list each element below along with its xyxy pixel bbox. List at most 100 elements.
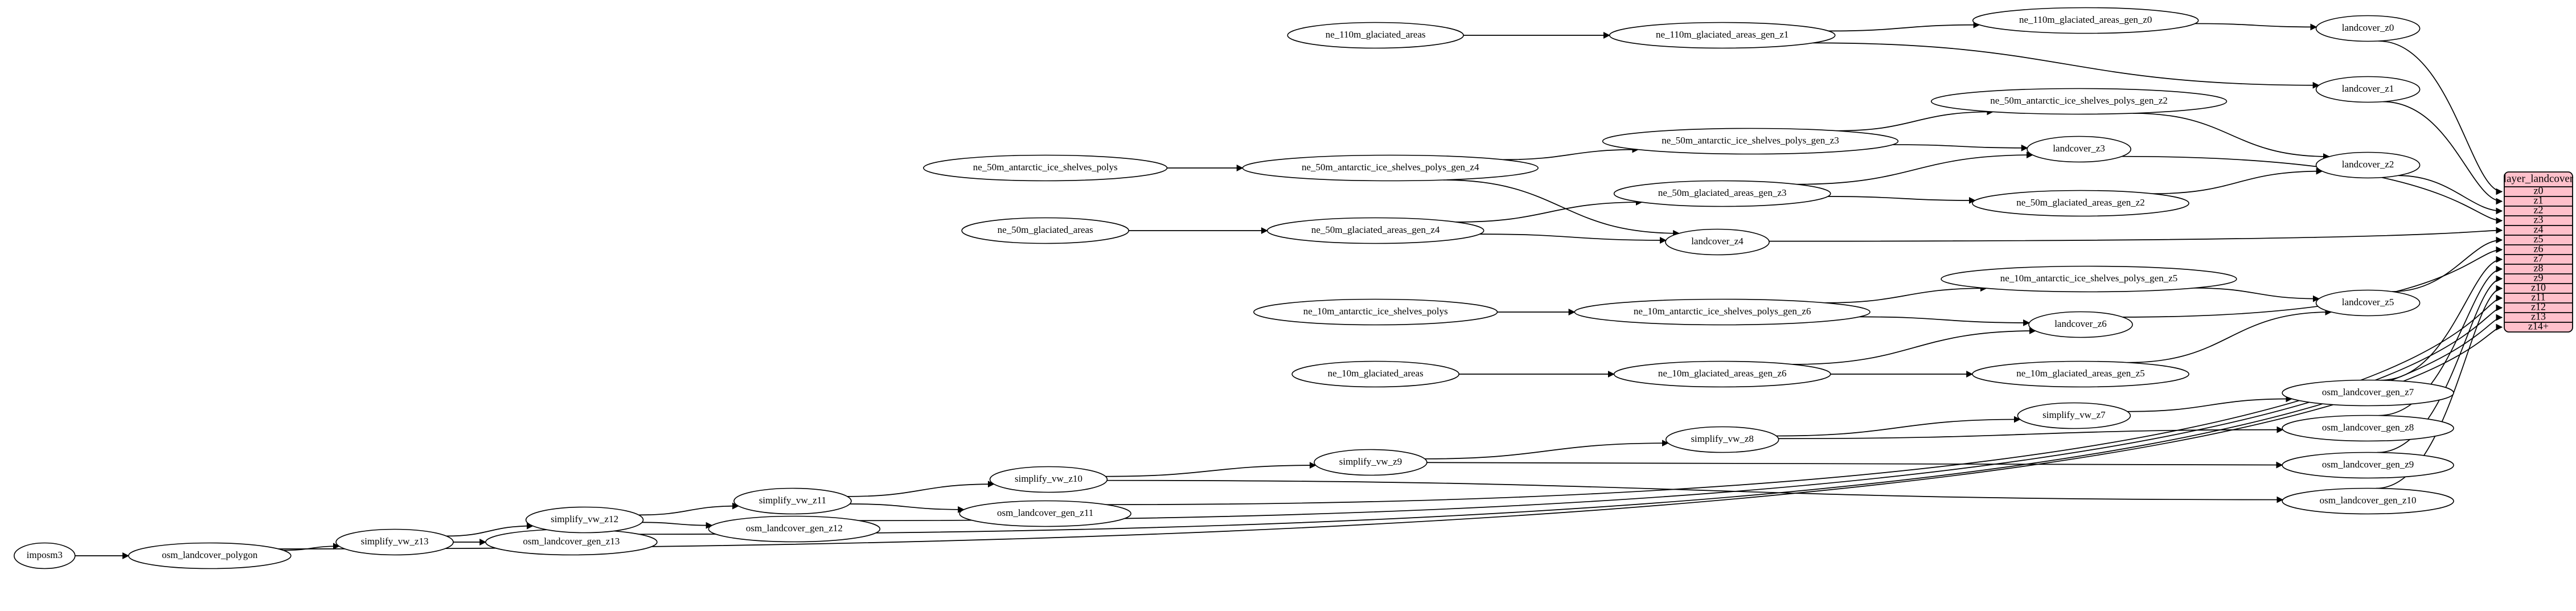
node-shape-landcover_z6 — [2028, 311, 2133, 338]
edge-simplify_vw_z10-to-simplify_vw_z9 — [1105, 462, 1316, 477]
node-ne_110m_glaciated_areas_gen_z1[interactable]: ne_110m_glaciated_areas_gen_z1 — [1609, 22, 1836, 49]
layer-table-row-z12[interactable]: z12 — [2531, 301, 2546, 313]
node-shape-simplify_vw_z10 — [989, 466, 1108, 493]
node-simplify_vw_z13[interactable]: simplify_vw_z13 — [335, 528, 454, 556]
edge-ne_10m_antarctic_ice_shelves_polys_gen_z6-to-landcover_z6 — [1859, 316, 2031, 326]
edge-simplify_vw_z7-to-osm_landcover_gen_z7 — [2127, 395, 2293, 412]
layer-table-row-z5[interactable]: z5 — [2534, 233, 2544, 245]
node-osm_landcover_gen_z11[interactable]: osm_landcover_gen_z11 — [959, 500, 1131, 527]
node-shape-landcover_z5 — [2315, 289, 2421, 317]
node-shape-landcover_z2 — [2315, 151, 2421, 179]
node-osm_landcover_gen_z10[interactable]: osm_landcover_gen_z10 — [2282, 487, 2454, 515]
layer-table-row-z14+[interactable]: z14+ — [2528, 321, 2549, 332]
node-shape-simplify_vw_z13 — [335, 528, 454, 556]
node-shape-simplify_vw_z7 — [2017, 402, 2131, 429]
node-shape-ne_10m_antarctic_ice_shelves_polys_gen_z6 — [1574, 298, 1871, 326]
node-ne_50m_glaciated_areas_gen_z2[interactable]: ne_50m_glaciated_areas_gen_z2 — [1972, 190, 2189, 217]
node-ne_50m_antarctic_ice_shelves_polys_gen_z2[interactable]: ne_50m_antarctic_ice_shelves_polys_gen_z… — [1930, 88, 2228, 115]
node-osm_landcover_gen_z7[interactable]: osm_landcover_gen_z7 — [2282, 379, 2454, 407]
edge-osm_landcover_gen_z8-to-layer_landcover_z8 — [2378, 265, 2503, 416]
node-ne_10m_glaciated_areas_gen_z5[interactable]: ne_10m_glaciated_areas_gen_z5 — [1972, 360, 2189, 388]
layer-table-row-z2[interactable]: z2 — [2534, 204, 2544, 216]
node-osm_landcover_gen_z8[interactable]: osm_landcover_gen_z8 — [2282, 415, 2454, 442]
node-shape-osm_landcover_gen_z11 — [959, 500, 1131, 527]
nodes-layer: imposm3 osm_landcover_polygon simplify_vw_… — [14, 7, 2454, 569]
edge-osm_landcover_gen_z9-to-layer_landcover_z9 — [2377, 275, 2503, 453]
layer-table-outline — [2504, 171, 2573, 333]
node-ne_50m_glaciated_areas[interactable]: ne_50m_glaciated_areas — [961, 217, 1130, 244]
edge-ne_10m_antarctic_ice_shelves_polys_gen_z6-to-ne_10m_antarctic_ice_shelves_polys_gen_z5 — [1824, 285, 1987, 304]
node-shape-osm_landcover_gen_z8 — [2282, 415, 2454, 442]
edge-simplify_vw_z11-to-osm_landcover_gen_z11 — [850, 503, 965, 513]
node-shape-osm_landcover_gen_z12 — [708, 515, 881, 543]
edge-landcover_z4-to-layer_landcover_z4 — [1769, 227, 2503, 242]
layer-table-row-z10[interactable]: z10 — [2531, 282, 2546, 293]
node-ne_50m_antarctic_ice_shelves_polys_gen_z4[interactable]: ne_50m_antarctic_ice_shelves_polys_gen_z… — [1242, 154, 1539, 182]
layer-table-row-z6[interactable]: z6 — [2534, 243, 2544, 255]
edge-landcover_z5-to-layer_landcover_z5 — [2392, 236, 2503, 292]
node-osm_landcover_gen_z12[interactable]: osm_landcover_gen_z12 — [708, 515, 881, 543]
node-ne_50m_glaciated_areas_gen_z4[interactable]: ne_50m_glaciated_areas_gen_z4 — [1266, 217, 1484, 244]
edge-ne_10m_glaciated_areas_gen_z6-to-landcover_z6 — [1792, 327, 2036, 365]
node-shape-ne_10m_glaciated_areas — [1291, 360, 1460, 388]
node-osm_landcover_gen_z9[interactable]: osm_landcover_gen_z9 — [2282, 452, 2454, 479]
node-landcover_z6[interactable]: landcover_z6 — [2028, 311, 2133, 338]
edge-ne_110m_glaciated_areas_gen_z1-to-ne_110m_glaciated_areas_gen_z0 — [1828, 21, 1980, 32]
node-landcover_z1[interactable]: landcover_z1 — [2315, 76, 2421, 103]
node-ne_50m_antarctic_ice_shelves_polys_gen_z3[interactable]: ne_50m_antarctic_ice_shelves_polys_gen_z… — [1602, 128, 1899, 155]
edge-ne_50m_antarctic_ice_shelves_polys_gen_z4-to-landcover_z4 — [1443, 179, 1680, 237]
node-simplify_vw_z12[interactable]: simplify_vw_z12 — [525, 506, 644, 534]
edge-ne_50m_glaciated_areas_gen_z4-to-landcover_z4 — [1479, 233, 1667, 244]
node-simplify_vw_z9[interactable]: simplify_vw_z9 — [1314, 449, 1428, 476]
node-shape-simplify_vw_z9 — [1314, 449, 1428, 476]
edge-simplify_vw_z12-to-osm_landcover_gen_z12 — [642, 522, 713, 529]
node-shape-ne_50m_antarctic_ice_shelves_polys_gen_z2 — [1930, 88, 2228, 115]
edge-ne_110m_glaciated_areas_gen_z1-to-landcover_z1 — [1813, 42, 2320, 89]
layer-table-row-z11[interactable]: z11 — [2531, 292, 2545, 303]
node-ne_10m_antarctic_ice_shelves_polys_gen_z6[interactable]: ne_10m_antarctic_ice_shelves_polys_gen_z… — [1574, 298, 1871, 326]
node-ne_110m_glaciated_areas[interactable]: ne_110m_glaciated_areas — [1287, 22, 1464, 49]
layer-table-row-z7[interactable]: z7 — [2534, 253, 2544, 264]
node-shape-simplify_vw_z12 — [525, 506, 644, 534]
node-simplify_vw_z8[interactable]: simplify_vw_z8 — [1665, 426, 1779, 453]
node-simplify_vw_z11[interactable]: simplify_vw_z11 — [733, 487, 852, 515]
layer-table-row-z3[interactable]: z3 — [2534, 214, 2544, 225]
layer-table-row-z0[interactable]: z0 — [2534, 185, 2544, 196]
node-simplify_vw_z10[interactable]: simplify_vw_z10 — [989, 466, 1108, 493]
node-ne_10m_glaciated_areas[interactable]: ne_10m_glaciated_areas — [1291, 360, 1460, 388]
edge-ne_50m_antarctic_ice_shelves_polys_gen_z3-to-landcover_z3 — [1892, 144, 2028, 151]
edge-ne_50m_glaciated_areas_gen_z3-to-ne_50m_glaciated_areas_gen_z2 — [1828, 196, 1976, 204]
node-ne_50m_glaciated_areas_gen_z3[interactable]: ne_50m_glaciated_areas_gen_z3 — [1613, 180, 1831, 207]
layer-table-row-z13[interactable]: z13 — [2531, 311, 2546, 322]
layer-table-row-z1[interactable]: z1 — [2534, 195, 2544, 206]
node-osm_landcover_gen_z13[interactable]: osm_landcover_gen_z13 — [485, 528, 658, 556]
node-ne_110m_glaciated_areas_gen_z0[interactable]: ne_110m_glaciated_areas_gen_z0 — [1972, 7, 2199, 34]
node-landcover_z3[interactable]: landcover_z3 — [2027, 136, 2131, 163]
node-ne_10m_glaciated_areas_gen_z6[interactable]: ne_10m_glaciated_areas_gen_z6 — [1613, 360, 1831, 388]
layer-table-row-z8[interactable]: z8 — [2534, 263, 2544, 274]
node-shape-ne_10m_antarctic_ice_shelves_polys — [1253, 298, 1498, 326]
node-landcover_z5[interactable]: landcover_z5 — [2315, 289, 2421, 317]
node-landcover_z2[interactable]: landcover_z2 — [2315, 151, 2421, 179]
node-ne_10m_antarctic_ice_shelves_polys[interactable]: ne_10m_antarctic_ice_shelves_polys — [1253, 298, 1498, 326]
node-landcover_z4[interactable]: landcover_z4 — [1665, 228, 1770, 256]
node-ne_10m_antarctic_ice_shelves_polys_gen_z5[interactable]: ne_10m_antarctic_ice_shelves_polys_gen_z… — [1941, 265, 2237, 293]
node-shape-ne_10m_antarctic_ice_shelves_polys_gen_z5 — [1941, 265, 2237, 293]
node-simplify_vw_z7[interactable]: simplify_vw_z7 — [2017, 402, 2131, 429]
layer-table-row-z4[interactable]: z4 — [2534, 224, 2544, 235]
node-shape-osm_landcover_polygon — [128, 542, 292, 569]
node-landcover_z0[interactable]: landcover_z0 — [2315, 15, 2421, 42]
edge-osm_landcover_polygon-to-layer_landcover_z14_ — [278, 323, 2503, 550]
node-osm_landcover_polygon[interactable]: osm_landcover_polygon — [128, 542, 292, 569]
edge-landcover_z6-to-layer_landcover_z6 — [2122, 246, 2503, 318]
edge-simplify_vw_z10-to-osm_landcover_gen_z10 — [1107, 479, 2284, 503]
node-ne_50m_antarctic_ice_shelves_polys[interactable]: ne_50m_antarctic_ice_shelves_polys — [923, 154, 1168, 182]
layer-table-title: layer_landcover — [2504, 173, 2574, 184]
node-imposm3[interactable]: imposm3 — [14, 542, 76, 569]
node-shape-landcover_z3 — [2027, 136, 2131, 163]
layer-table-row-z9[interactable]: z9 — [2534, 272, 2544, 284]
edges-layer — [75, 21, 2503, 559]
edge-ne_10m_antarctic_ice_shelves_polys_gen_z5-to-landcover_z5 — [2194, 287, 2320, 302]
node-shape-ne_110m_glaciated_areas_gen_z1 — [1609, 22, 1836, 49]
